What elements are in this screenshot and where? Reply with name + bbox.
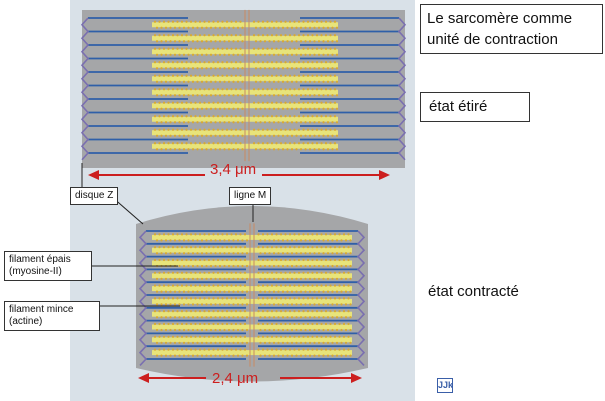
thick-filament [152, 337, 352, 343]
thick-filament [152, 311, 352, 317]
thick-filament [152, 350, 352, 356]
myosin-heads [153, 284, 352, 293]
sarcomere-contracted [136, 206, 368, 382]
thick-filament [152, 324, 352, 330]
thick-filament [152, 234, 352, 240]
contracted-length-arrow [138, 373, 362, 383]
myosin-heads [153, 88, 339, 97]
myosin-heads [153, 322, 352, 332]
thick-filament [152, 247, 352, 253]
contracted-length-value: 2,4 μm [212, 370, 259, 387]
myosin-heads [153, 128, 339, 137]
myosin-heads [153, 115, 339, 124]
thick-filament [152, 273, 352, 279]
thick-filament [152, 286, 352, 292]
z-disc-right [397, 17, 407, 161]
ligne-m-label: ligne M [229, 187, 272, 205]
myosin-heads [153, 297, 352, 306]
myosin-heads [153, 142, 339, 151]
filament-epais-label: filament épais (myosine-II) [4, 251, 92, 281]
figure-title: Le sarcomère comme unité de contraction [420, 4, 603, 54]
sarcomere-stretched [80, 9, 407, 168]
myosin-heads [153, 335, 352, 344]
myosin-heads [153, 20, 339, 29]
thick-filament [152, 260, 352, 266]
myosin-heads [153, 61, 339, 70]
myosin-heads [153, 258, 352, 268]
stretched-length-arrow [88, 170, 390, 180]
state-contracted-label: état contracté [420, 278, 544, 308]
z-disc-right [356, 230, 366, 366]
myosin-heads [153, 310, 352, 319]
myosin-heads [153, 34, 339, 43]
z-disc-left [138, 230, 148, 366]
thick-filament [152, 298, 352, 304]
myosin-heads [153, 74, 339, 83]
stretched-length-value: 3,4 μm [210, 161, 257, 178]
myosin-heads [153, 47, 339, 56]
filament-mince-label: filament mince (actine) [4, 301, 100, 331]
disque-z-label: disque Z [70, 187, 119, 205]
myosin-heads [153, 271, 352, 280]
author-logo: JJk [437, 378, 453, 393]
z-disc-left [80, 17, 90, 161]
state-stretched-label: état étiré [420, 92, 530, 122]
myosin-heads [153, 348, 352, 357]
myosin-heads [153, 233, 352, 242]
myosin-heads [153, 246, 352, 255]
myosin-heads [153, 101, 339, 110]
